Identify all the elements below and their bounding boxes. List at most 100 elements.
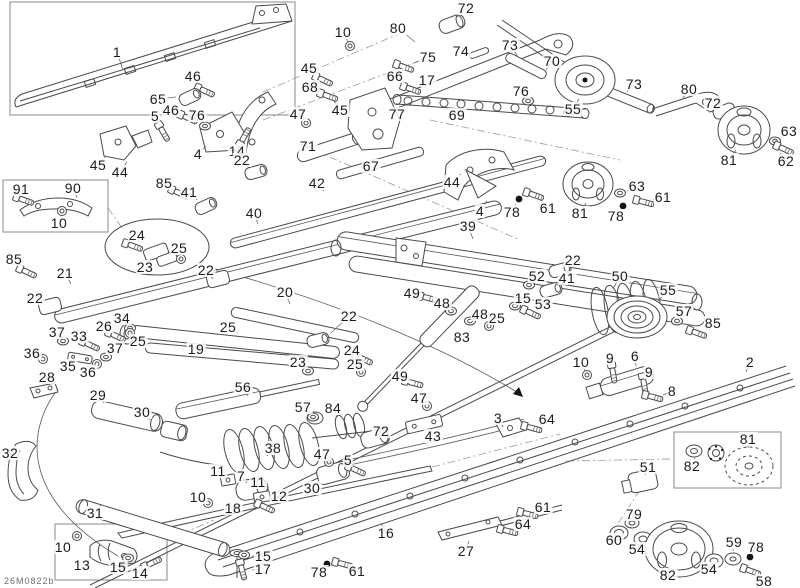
callout-10: 10 <box>49 215 69 231</box>
callout-62: 62 <box>776 153 796 169</box>
callout-57: 57 <box>293 399 313 415</box>
bolt-part-glyph <box>641 390 664 403</box>
callout-16: 16 <box>376 525 396 541</box>
callout-35: 35 <box>58 358 78 374</box>
perforated-strip <box>393 95 589 119</box>
callout-33: 33 <box>69 328 89 344</box>
callout-78: 78 <box>309 564 329 580</box>
washer-part-glyph <box>238 550 250 560</box>
front-bracket-left <box>100 126 152 160</box>
callout-80: 80 <box>388 20 408 36</box>
rear-arm <box>331 231 706 327</box>
callout-61: 61 <box>653 189 673 205</box>
tube-part-glyph <box>178 88 202 106</box>
callout-55: 55 <box>563 101 583 117</box>
callout-83: 83 <box>452 329 472 345</box>
callout-57: 57 <box>674 303 694 319</box>
callout-19: 19 <box>186 341 206 357</box>
callout-78: 78 <box>502 204 522 220</box>
callout-9: 9 <box>604 350 616 366</box>
callout-82: 82 <box>682 458 702 474</box>
callout-29: 29 <box>88 387 108 403</box>
callout-3: 3 <box>492 410 504 426</box>
callout-11: 11 <box>249 474 267 490</box>
callout-8: 8 <box>666 383 678 399</box>
callout-49: 49 <box>402 285 422 301</box>
callout-34: 34 <box>112 310 132 326</box>
callout-25: 25 <box>169 240 189 256</box>
bolt-part-glyph <box>632 195 655 208</box>
callout-6: 6 <box>629 348 641 364</box>
callout-46: 46 <box>183 68 203 84</box>
callout-47: 47 <box>409 390 429 406</box>
callout-23: 23 <box>135 259 155 275</box>
callout-71: 71 <box>298 138 318 154</box>
callout-69: 69 <box>447 107 467 123</box>
nut-part-glyph <box>582 370 592 380</box>
callout-64: 64 <box>537 411 557 427</box>
track-rail <box>205 366 795 576</box>
callout-54: 54 <box>627 541 647 557</box>
idler-wheel-81-mid <box>563 162 613 206</box>
front-arms <box>67 307 359 370</box>
callout-7: 7 <box>235 468 247 484</box>
callout-65: 65 <box>148 91 168 107</box>
callout-20: 20 <box>275 284 295 300</box>
callout-22: 22 <box>232 152 252 168</box>
callout-39: 39 <box>458 218 478 234</box>
callout-22: 22 <box>196 262 216 278</box>
callout-17: 17 <box>253 561 273 577</box>
callout-47: 47 <box>312 446 332 462</box>
callout-77: 77 <box>387 106 407 122</box>
callout-37: 37 <box>47 324 67 340</box>
callout-72: 72 <box>703 95 723 111</box>
callout-24: 24 <box>127 227 147 243</box>
callout-41: 41 <box>557 270 577 286</box>
callout-22: 22 <box>25 290 45 306</box>
bolt-part-glyph <box>316 88 339 102</box>
bolt-part-glyph <box>193 82 215 98</box>
callout-59: 59 <box>724 534 744 550</box>
callout-46: 46 <box>161 102 181 118</box>
callout-48: 48 <box>432 295 452 311</box>
callout-37: 37 <box>105 340 125 356</box>
callout-84: 84 <box>323 400 343 416</box>
callout-4: 4 <box>474 203 486 219</box>
callout-61: 61 <box>347 563 367 579</box>
callout-45: 45 <box>330 102 350 118</box>
callout-36: 36 <box>22 345 42 361</box>
callout-10: 10 <box>333 24 353 40</box>
callout-30: 30 <box>132 404 152 420</box>
callout-48: 48 <box>470 306 490 322</box>
callout-76: 76 <box>187 107 207 123</box>
callout-81: 81 <box>738 431 758 447</box>
callout-72: 72 <box>456 0 476 16</box>
callout-51: 51 <box>638 459 658 475</box>
callout-81: 81 <box>719 152 739 168</box>
callout-30: 30 <box>302 480 322 496</box>
callout-85: 85 <box>154 175 174 191</box>
callout-1: 1 <box>111 44 123 60</box>
detail-ellipse <box>105 219 209 275</box>
callout-80: 80 <box>679 81 699 97</box>
callout-73: 73 <box>624 76 644 92</box>
callout-68: 68 <box>300 79 320 95</box>
torsion-spring-right <box>588 278 664 336</box>
callout-15: 15 <box>513 290 533 306</box>
callout-60: 60 <box>604 532 624 548</box>
callout-75: 75 <box>418 49 438 65</box>
callout-25: 25 <box>218 319 238 335</box>
callout-25: 25 <box>487 310 507 326</box>
callout-22: 22 <box>563 252 583 268</box>
callout-43: 43 <box>423 428 443 444</box>
callout-81: 81 <box>570 205 590 221</box>
callout-36: 36 <box>78 364 98 380</box>
pivot-brackets <box>200 92 514 200</box>
callout-41: 41 <box>179 184 199 200</box>
dot-part-glyph <box>515 195 523 203</box>
callout-18: 18 <box>223 500 243 516</box>
callout-15: 15 <box>253 548 273 564</box>
callout-90: 90 <box>63 180 83 196</box>
callout-67: 67 <box>361 158 381 174</box>
